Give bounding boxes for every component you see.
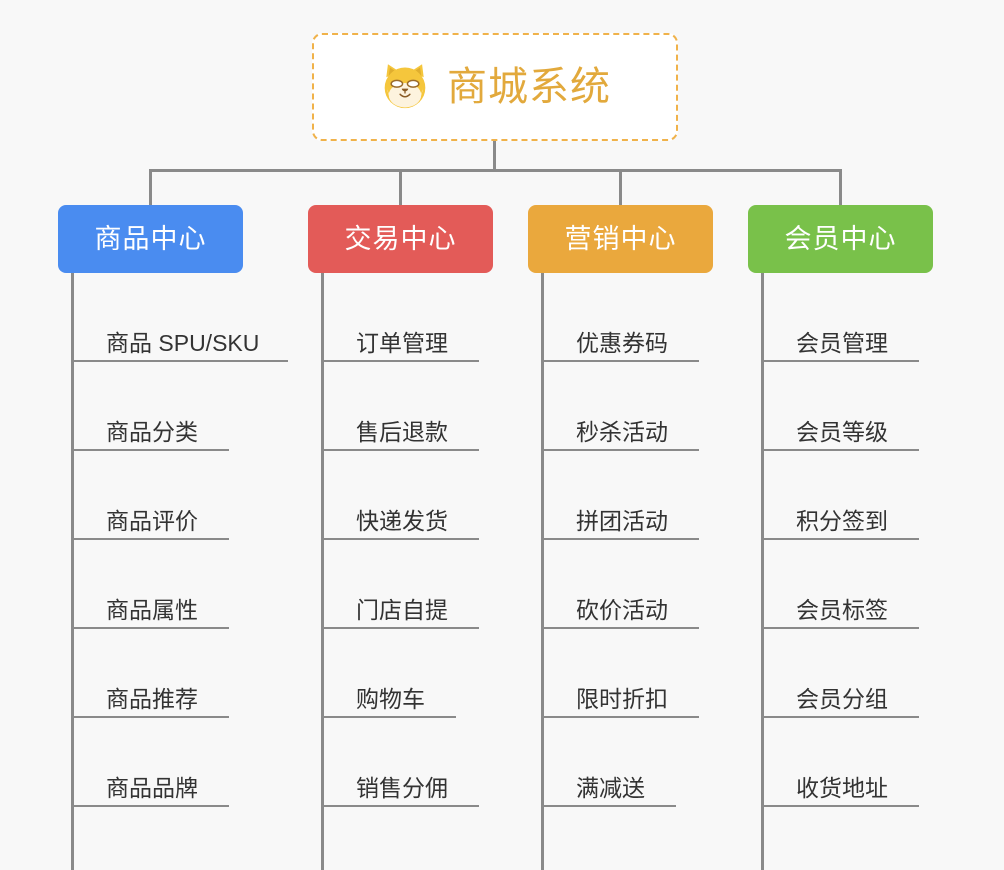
root-node[interactable]: 商城系统 [312, 33, 678, 141]
leaf-label: 会员分组 [796, 685, 888, 712]
leaf-label: 商品品牌 [106, 774, 198, 801]
connector-drop-1 [149, 169, 152, 206]
column-spine [71, 273, 74, 870]
category-label: 会员中心 [784, 223, 897, 254]
leaf-item[interactable]: 销售分佣 [321, 718, 479, 807]
leaf-label: 商品分类 [106, 418, 198, 445]
leaf-item[interactable]: 积分签到 [761, 451, 919, 540]
leaf-item[interactable]: 购物车 [321, 629, 456, 718]
leaf-item[interactable]: 收货地址 [761, 718, 919, 807]
leaf-label: 门店自提 [356, 596, 448, 623]
leaf-item[interactable]: 商品推荐 [71, 629, 229, 718]
column-spine [761, 273, 764, 870]
column-spine [541, 273, 544, 870]
connector-horizontal-bus [150, 169, 841, 172]
leaf-item[interactable]: 满减送 [541, 718, 676, 807]
leaf-item[interactable]: 商品品牌 [71, 718, 229, 807]
leaf-item[interactable]: 会员标签 [761, 540, 919, 629]
leaf-label: 会员等级 [796, 418, 888, 445]
leaf-item[interactable]: 优惠券码 [541, 273, 699, 362]
leaf-label: 积分签到 [796, 507, 888, 534]
leaf-label: 快递发货 [356, 507, 448, 534]
leaf-label: 限时折扣 [576, 685, 668, 712]
leaf-label: 商品 SPU/SKU [106, 329, 260, 356]
leaf-item[interactable]: 会员分组 [761, 629, 919, 718]
leaf-item[interactable]: 售后退款 [321, 362, 479, 451]
leaf-label: 商品推荐 [106, 685, 198, 712]
leaf-label: 会员管理 [796, 329, 888, 356]
leaf-label: 销售分佣 [356, 774, 448, 801]
leaf-item[interactable]: 快递发货 [321, 451, 479, 540]
leaf-label: 商品评价 [106, 507, 198, 534]
leaf-label: 优惠券码 [576, 329, 668, 356]
category-box-yingxiao[interactable]: 营销中心 [528, 205, 713, 273]
leaf-item[interactable]: 秒杀活动 [541, 362, 699, 451]
connector-drop-3 [619, 169, 622, 206]
category-label: 营销中心 [564, 223, 677, 254]
leaf-item[interactable]: 砍价活动 [541, 540, 699, 629]
leaf-item[interactable]: 订单管理 [321, 273, 479, 362]
leaf-label: 会员标签 [796, 596, 888, 623]
column-spine [321, 273, 324, 870]
leaf-label: 拼团活动 [576, 507, 668, 534]
category-label: 交易中心 [344, 223, 457, 254]
leaf-label: 收货地址 [796, 774, 888, 801]
category-box-huiyuan[interactable]: 会员中心 [748, 205, 933, 273]
leaf-label: 秒杀活动 [576, 418, 668, 445]
category-label: 商品中心 [94, 223, 207, 254]
leaf-label: 商品属性 [106, 596, 198, 623]
shiba-dog-face-icon [384, 64, 426, 109]
root-title: 商城系统 [447, 65, 611, 109]
leaf-item[interactable]: 商品分类 [71, 362, 229, 451]
leaf-label: 订单管理 [356, 329, 448, 356]
mindmap-canvas: 商城系统 商品中心 商品 SPU/SKU 商品分类 商品评价 商品属性 商品推荐… [58, 33, 933, 870]
leaf-item[interactable]: 会员等级 [761, 362, 919, 451]
leaf-item[interactable]: 会员管理 [761, 273, 919, 362]
category-box-jiaoyi[interactable]: 交易中心 [308, 205, 493, 273]
leaf-label: 砍价活动 [576, 596, 668, 623]
connector-root-stem [493, 141, 496, 171]
connector-drop-4 [839, 169, 842, 206]
connector-drop-2 [399, 169, 402, 206]
leaf-label: 满减送 [576, 774, 645, 801]
category-box-shangpin[interactable]: 商品中心 [58, 205, 243, 273]
leaf-item[interactable]: 门店自提 [321, 540, 479, 629]
leaf-item[interactable]: 限时折扣 [541, 629, 699, 718]
leaf-label: 售后退款 [356, 418, 448, 445]
leaf-item[interactable]: 商品 SPU/SKU [71, 273, 288, 362]
leaf-label: 购物车 [356, 685, 425, 712]
leaf-item[interactable]: 商品属性 [71, 540, 229, 629]
leaf-item[interactable]: 拼团活动 [541, 451, 699, 540]
leaf-item[interactable]: 商品评价 [71, 451, 229, 540]
